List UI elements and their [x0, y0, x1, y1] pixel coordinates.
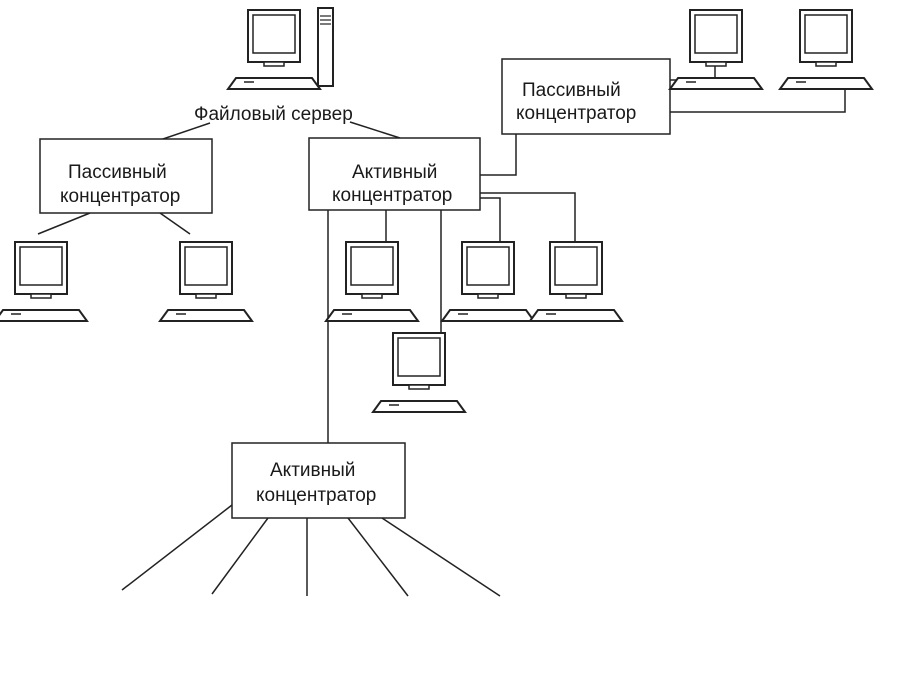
file-server-label: Файловый сервер	[194, 104, 353, 125]
link-bottom-4	[347, 517, 409, 597]
link-bottom-5	[381, 517, 501, 597]
link-server-passive-left	[159, 122, 211, 141]
computer-icon	[441, 241, 535, 322]
passive-hub-left: Пассивный концентратор	[39, 138, 213, 214]
passive-hub-right: Пассивный концентратор	[501, 58, 671, 135]
link-server-active-center	[349, 121, 401, 139]
computer-icon	[779, 9, 873, 90]
link-active-center-pc5	[480, 197, 501, 245]
link-bottom-2	[211, 517, 269, 595]
computer-icon	[159, 241, 253, 322]
link-bottom-1	[121, 504, 233, 591]
computer-icon	[325, 241, 419, 322]
active-hub-bottom: Активный концентратор	[231, 442, 406, 519]
link-active-center-passive-right	[480, 134, 517, 176]
passive-hub-right-line1: Пассивный	[522, 80, 621, 101]
active-hub-center-line1: Активный	[352, 162, 437, 183]
active-hub-bottom-line2: концентратор	[256, 485, 376, 506]
passive-hub-left-line1: Пассивный	[68, 162, 167, 183]
server-tower-icon	[317, 7, 334, 87]
active-hub-bottom-line1: Активный	[270, 460, 355, 481]
passive-hub-left-line2: концентратор	[60, 186, 180, 207]
active-hub-center: Активный концентратор	[308, 137, 481, 211]
computer-icon	[372, 332, 466, 413]
computer-icon	[669, 9, 763, 90]
passive-hub-right-line2: концентратор	[516, 103, 636, 124]
computer-icon	[529, 241, 623, 322]
computer-icon	[0, 241, 88, 322]
link-active-center-pc6	[480, 192, 576, 245]
link-passive-left-pc2	[159, 212, 191, 235]
file-server-icon	[227, 7, 334, 90]
active-hub-center-line2: концентратор	[332, 185, 452, 206]
link-passive-left-pc1	[37, 212, 91, 235]
